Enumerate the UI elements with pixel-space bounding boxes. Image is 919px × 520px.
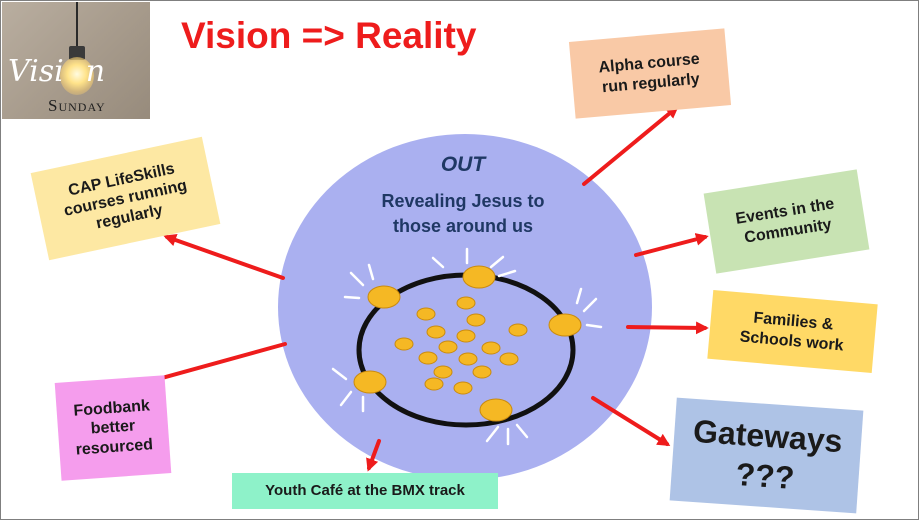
gateways-box: Gateways??? [669, 397, 864, 514]
circle-subtitle-line: those around us [392, 216, 533, 237]
arrow-to-gateways [591, 396, 671, 447]
ring-people [353, 265, 582, 422]
circle-subtitle: Revealing Jesus to those around us [349, 189, 577, 239]
inner-people [394, 296, 528, 395]
families-schools-box: Families &Schools work [707, 289, 878, 374]
bulb-cord [76, 2, 78, 50]
circle-subtitle-line: Revealing Jesus to [381, 191, 545, 211]
people-circle-icon [331, 247, 603, 446]
page-title: Vision => Reality [181, 15, 477, 56]
arrow-to-alpha [582, 105, 679, 186]
light-bulb-icon [60, 57, 94, 95]
radiating-rays [331, 247, 603, 446]
arrow-to-events [634, 233, 709, 257]
logo-subtitle: Sunday [48, 96, 106, 115]
circle-heading: OUT [440, 153, 486, 176]
arrow-to-cap [163, 233, 285, 280]
arrow-to-families [626, 321, 709, 335]
bulb-socket [69, 46, 85, 60]
youth-cafe-box: Youth Café at the BMX track [232, 473, 498, 509]
arrow-to-youth [366, 439, 381, 472]
